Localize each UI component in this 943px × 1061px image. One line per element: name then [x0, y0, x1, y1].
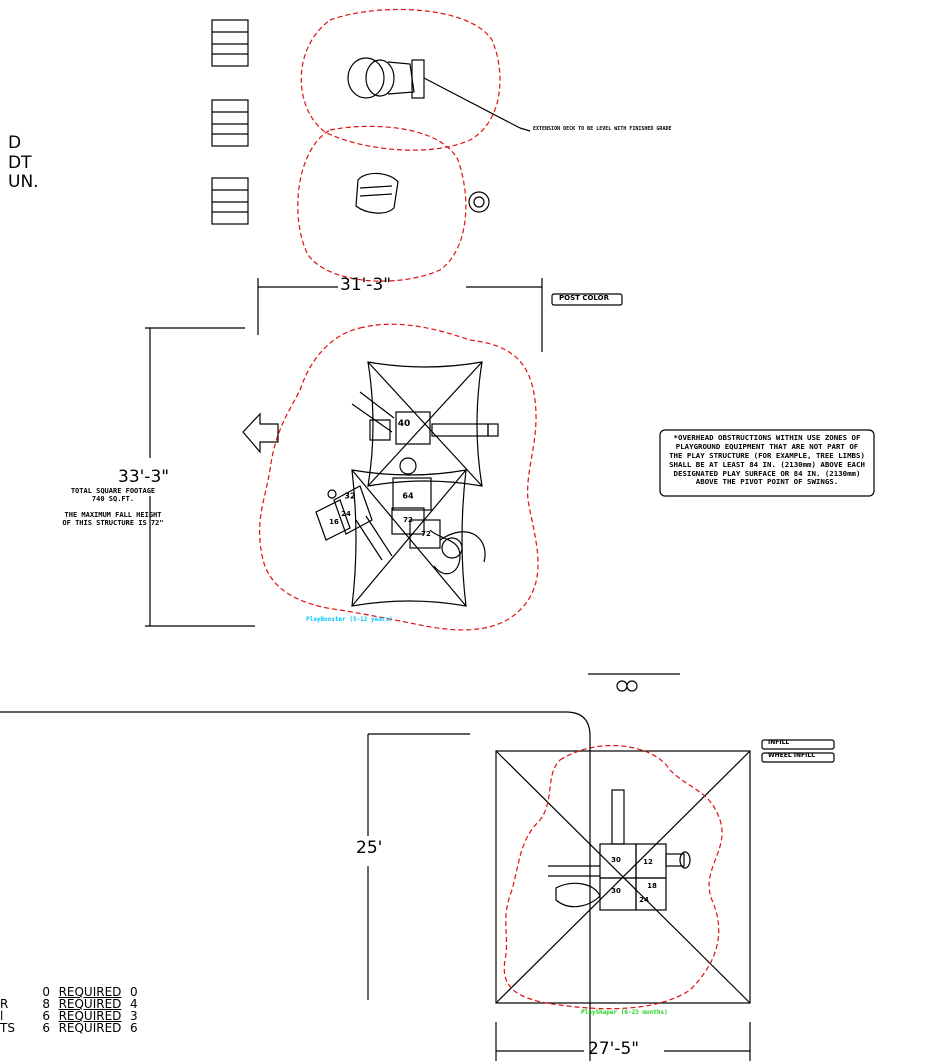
- post-color-label: POST COLOR: [559, 294, 609, 302]
- overhead-note-line: DESIGNATED PLAY SURFACE OR 84 IN. (2130m…: [673, 468, 861, 478]
- wheel-infill-label: WHEEL INFILL: [768, 752, 815, 759]
- legend-cell: 4: [130, 997, 138, 1011]
- overhead-note-line: *OVERHEAD OBSTRUCTIONS WITHIN USE ZONES …: [673, 433, 861, 442]
- deck-platform: [409, 519, 441, 549]
- overhead-note-line: THE PLAY STRUCTURE (FOR EXAMPLE, TREE LI…: [669, 450, 865, 460]
- deck-height-label: 30: [611, 887, 621, 895]
- infill-label: INFILL: [768, 739, 790, 746]
- legend-cell: 0: [130, 985, 138, 999]
- bench-panel: [211, 19, 249, 67]
- left-note-line: DT: [8, 152, 32, 173]
- deck-platform: [599, 877, 637, 911]
- overhead-note-line: SHALL BE AT LEAST 84 IN. (2130mm) ABOVE …: [669, 459, 865, 469]
- use-zone-boundary: [503, 744, 723, 1010]
- bench-panel: [211, 177, 249, 225]
- overhead-obstruction-note: *OVERHEAD OBSTRUCTIONS WITHIN USE ZONES …: [663, 433, 871, 487]
- deck-height-label: 64: [402, 491, 414, 501]
- spinner-component: [355, 172, 399, 214]
- extension-deck-note: EXTENSION DECK TO BE LEVEL WITH FINISHED…: [533, 126, 672, 132]
- deck-platform: [395, 411, 431, 445]
- playbooster-label: PlayBooster (5-12 years): [306, 616, 393, 623]
- infill-box: [761, 739, 835, 750]
- legend-cell: 6: [42, 1021, 50, 1035]
- playshaper-label: PlayShaper (6-23 months): [581, 1009, 668, 1016]
- deck-height-label: 18: [647, 882, 657, 890]
- lower-roof-outline: [495, 750, 751, 1004]
- tube-slide-component: [347, 57, 425, 99]
- deck-platform: [391, 507, 425, 535]
- square-footage-line: 740 SQ.FT.: [91, 495, 135, 504]
- left-note-line: D: [8, 133, 22, 153]
- legend-box: [0, 711, 591, 1061]
- legend-cell: 0: [42, 985, 50, 999]
- legend-cell: 6: [130, 1021, 138, 1035]
- dimension-left-height: 33'-3": [118, 467, 170, 487]
- legend-cell: l: [0, 1009, 4, 1023]
- overhead-note-line: PLAYGROUND EQUIPMENT THAT ARE NOT PART O…: [675, 441, 859, 451]
- post-color-box: [551, 293, 623, 306]
- wheel-infill-box: [761, 752, 835, 763]
- deck-platform: [392, 477, 432, 511]
- deck-height-label: 72: [421, 530, 431, 538]
- fall-height-note: THE MAXIMUM FALL HEIGHT OF THIS STRUCTUR…: [33, 511, 193, 527]
- deck-height-label: 30: [611, 856, 621, 864]
- left-note: D DT UN.: [8, 133, 39, 193]
- use-zone-boundary: [259, 323, 539, 631]
- deck-height-label: 24: [639, 896, 649, 904]
- legend-cell: 6: [42, 1009, 50, 1023]
- legend-cell: TS: [0, 1021, 15, 1035]
- legend-cell: 3: [130, 1009, 138, 1023]
- legend-cell: REQUIRED: [58, 1009, 122, 1023]
- deck-height-label: 24: [341, 510, 351, 518]
- legend-cell: REQUIRED: [58, 997, 122, 1011]
- legend-cell: 8: [42, 997, 50, 1011]
- legend-row: l 6 REQUIRED 3: [0, 1010, 142, 1022]
- fall-height-line: THE MAXIMUM FALL HEIGHT: [64, 511, 162, 519]
- panel-component: [468, 191, 490, 213]
- fall-height-line: OF THIS STRUCTURE IS 72": [62, 519, 164, 528]
- legend-row: TS 6 REQUIRED 6: [0, 1022, 142, 1034]
- dimension-lower-width: 27'-5": [588, 1039, 640, 1059]
- deck-height-label: 32: [344, 491, 356, 501]
- use-zone-boundary: [297, 125, 467, 282]
- dimension-lower-height: 25': [356, 838, 383, 858]
- left-note-line: UN.: [8, 172, 39, 193]
- square-footage-line: TOTAL SQUARE FOOTAGE: [70, 487, 156, 495]
- legend-cell: REQUIRED: [58, 985, 122, 999]
- deck-height-label: 72: [403, 516, 413, 524]
- legend-row: R 8 REQUIRED 4: [0, 998, 142, 1010]
- arrow-sign-component: [242, 412, 279, 454]
- deck-height-label: 12: [643, 858, 653, 866]
- deck-height-label: 16: [329, 518, 339, 526]
- legend-cell: REQUIRED: [58, 1021, 122, 1035]
- deck-height-label: 40: [397, 419, 411, 429]
- overhead-note-box: [659, 429, 875, 497]
- square-footage-note: TOTAL SQUARE FOOTAGE 740 SQ.FT.: [33, 487, 193, 503]
- overhead-note-line: ABOVE THE PIVOT POINT OF SWINGS.: [695, 477, 839, 487]
- legend-row: 0 REQUIRED 0: [0, 986, 142, 998]
- spring-rider-component: [588, 673, 680, 692]
- use-zone-boundary: [300, 8, 501, 151]
- legend-cell: R: [0, 997, 9, 1011]
- dimension-top-width: 31'-3": [340, 275, 392, 295]
- bench-panel: [211, 99, 249, 147]
